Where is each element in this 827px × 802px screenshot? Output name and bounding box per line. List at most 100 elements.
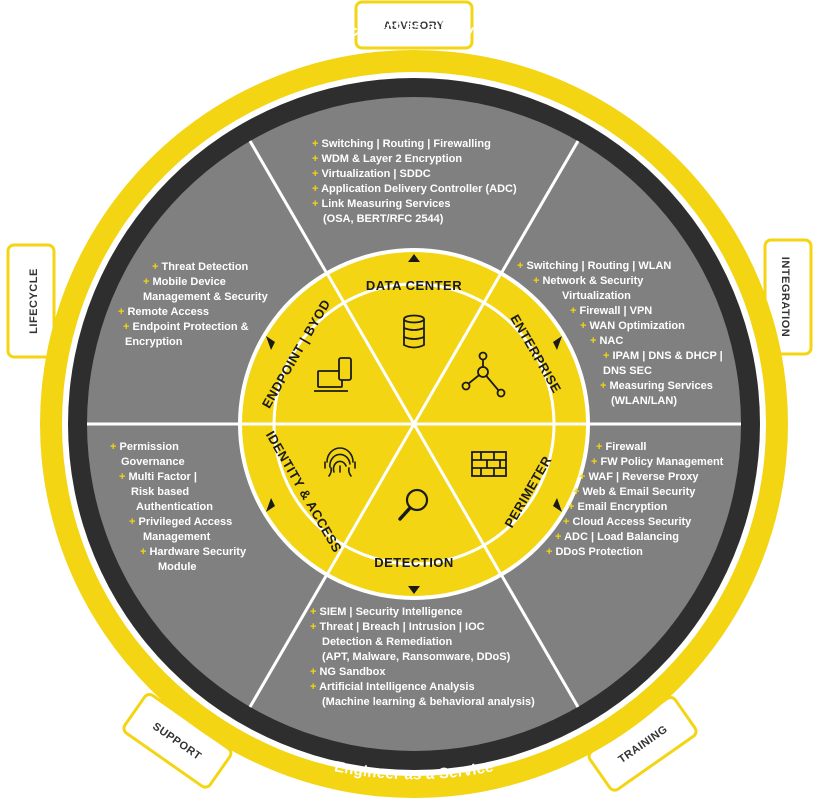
bullet-plus: + (546, 546, 555, 558)
service-line: + Link Measuring Services (312, 198, 450, 210)
bullet-plus: + (563, 516, 572, 528)
bullet-plus: + (600, 380, 609, 392)
service-line: + NG Sandbox (310, 666, 386, 678)
service-line: + Endpoint Protection & (123, 321, 249, 333)
service-line: + Email Encryption (568, 501, 668, 513)
service-line: + WAF | Reverse Proxy (579, 471, 699, 483)
laptop-phone-icon (314, 357, 352, 392)
bullet-plus: + (312, 183, 321, 195)
pointer-triangles (266, 254, 562, 594)
pointer-bottom (408, 586, 420, 594)
bullet-plus: + (603, 350, 612, 362)
service-line: + Switching | Routing | WLAN (517, 260, 671, 272)
bullet-plus: + (129, 516, 138, 528)
bullet-plus: + (568, 501, 577, 513)
firewall-icon (471, 451, 507, 477)
data-center-services: + Switching | Routing | Firewalling + WDM… (312, 138, 517, 225)
bullet-plus: + (310, 681, 319, 693)
service-line: + Switching | Routing | Firewalling (312, 138, 491, 150)
service-line: (APT, Malware, Ransomware, DDoS) (322, 651, 511, 663)
service-line: (Machine learning & behavioral analysis) (322, 696, 535, 708)
service-line: Virtualization (562, 290, 631, 302)
bullet-plus: + (580, 320, 589, 332)
bullet-plus: + (152, 261, 161, 273)
tab-advisory[interactable]: ADVISORY (354, 0, 474, 50)
service-line: + Virtualization | SDDC (312, 168, 431, 180)
bullet-plus: + (517, 260, 526, 272)
bullet-plus: + (579, 471, 588, 483)
segment-title-data-center: DATA CENTER (366, 278, 462, 293)
bullet-plus: + (123, 321, 132, 333)
service-line: + IPAM | DNS & DHCP | (603, 350, 723, 362)
service-line: + WDM & Layer 2 Encryption (312, 153, 462, 165)
service-line: Authentication (136, 501, 213, 513)
pointer-right-lower (553, 498, 562, 512)
service-line: + Measuring Services (600, 380, 713, 392)
bullet-plus: + (310, 621, 319, 633)
service-line: + Mobile Device (143, 276, 226, 288)
bullet-plus: + (110, 441, 119, 453)
service-line: + Application Delivery Controller (ADC) (312, 183, 517, 195)
bullet-plus: + (119, 471, 128, 483)
bullet-plus: + (590, 335, 599, 347)
bullet-plus: + (312, 138, 321, 150)
service-line: + Permission (110, 441, 179, 453)
service-line: + Privileged Access (129, 516, 232, 528)
bullet-plus: + (573, 486, 582, 498)
tab-lifecycle[interactable]: LIFECYCLE (6, 243, 56, 359)
service-line: + WAN Optimization (580, 320, 685, 332)
service-line: + Threat Detection (152, 261, 249, 273)
service-line: Governance (121, 456, 185, 468)
pointer-right-upper (553, 336, 562, 350)
service-line: + FW Policy Management (591, 456, 724, 468)
service-line: + SIEM | Security Intelligence (310, 606, 463, 618)
service-line: (OSA, BERT/RFC 2544) (323, 213, 444, 225)
service-line: + Hardware Security (140, 546, 247, 558)
detection-services: + SIEM | Security Intelligence + Threat |… (310, 606, 535, 708)
bullet-plus: + (533, 275, 542, 287)
service-line: Management & Security (143, 291, 269, 303)
service-line: Management (143, 531, 211, 543)
bullet-plus: + (118, 306, 127, 318)
endpoint-byod-services: + Threat Detection + Mobile DeviceManagem… (118, 261, 269, 348)
segment-title-detection: DETECTION (374, 555, 454, 570)
bullet-plus: + (310, 606, 319, 618)
service-line: + Threat | Breach | Intrusion | IOC (310, 621, 485, 633)
pointer-left-upper (266, 336, 275, 350)
service-line: DNS SEC (603, 365, 652, 377)
service-line: + ADC | Load Balancing (555, 531, 679, 543)
database-icon (403, 314, 425, 349)
service-line: + Artificial Intelligence Analysis (310, 681, 475, 693)
tab-integration-label: INTEGRATION (779, 257, 791, 337)
service-line: + NAC (590, 335, 623, 347)
bullet-plus: + (555, 531, 564, 543)
bullet-plus: + (596, 441, 605, 453)
enterprise-services: + Switching | Routing | WLAN + Network & … (517, 260, 723, 407)
service-line: + Remote Access (118, 306, 209, 318)
tab-integration[interactable]: INTEGRATION (763, 238, 813, 356)
service-line: Module (158, 561, 197, 573)
bullet-plus: + (312, 168, 321, 180)
service-line: Encryption (125, 336, 183, 348)
perimeter-services: + Firewall+ FW Policy Management+ WAF | … (546, 441, 724, 558)
pointer-left-lower (266, 498, 275, 512)
magnifier-icon (398, 488, 429, 521)
service-line: + Web & Email Security (573, 486, 696, 498)
tab-lifecycle-label: LIFECYCLE (28, 268, 40, 334)
service-line: + DDoS Protection (546, 546, 643, 558)
bullet-plus: + (312, 153, 321, 165)
bullet-plus: + (143, 276, 152, 288)
hub-dividers (242, 274, 586, 574)
service-line: Detection & Remediation (322, 636, 452, 648)
service-line: + Cloud Access Security (563, 516, 692, 528)
service-line: + Multi Factor | (119, 471, 197, 483)
bullet-plus: + (140, 546, 149, 558)
bullet-plus: + (570, 305, 579, 317)
service-line: (WLAN/LAN) (611, 395, 677, 407)
bullet-plus: + (310, 666, 319, 678)
tab-advisory-label: ADVISORY (383, 20, 444, 32)
service-line: + Network & Security (533, 275, 644, 287)
fingerprint-icon (324, 447, 356, 477)
